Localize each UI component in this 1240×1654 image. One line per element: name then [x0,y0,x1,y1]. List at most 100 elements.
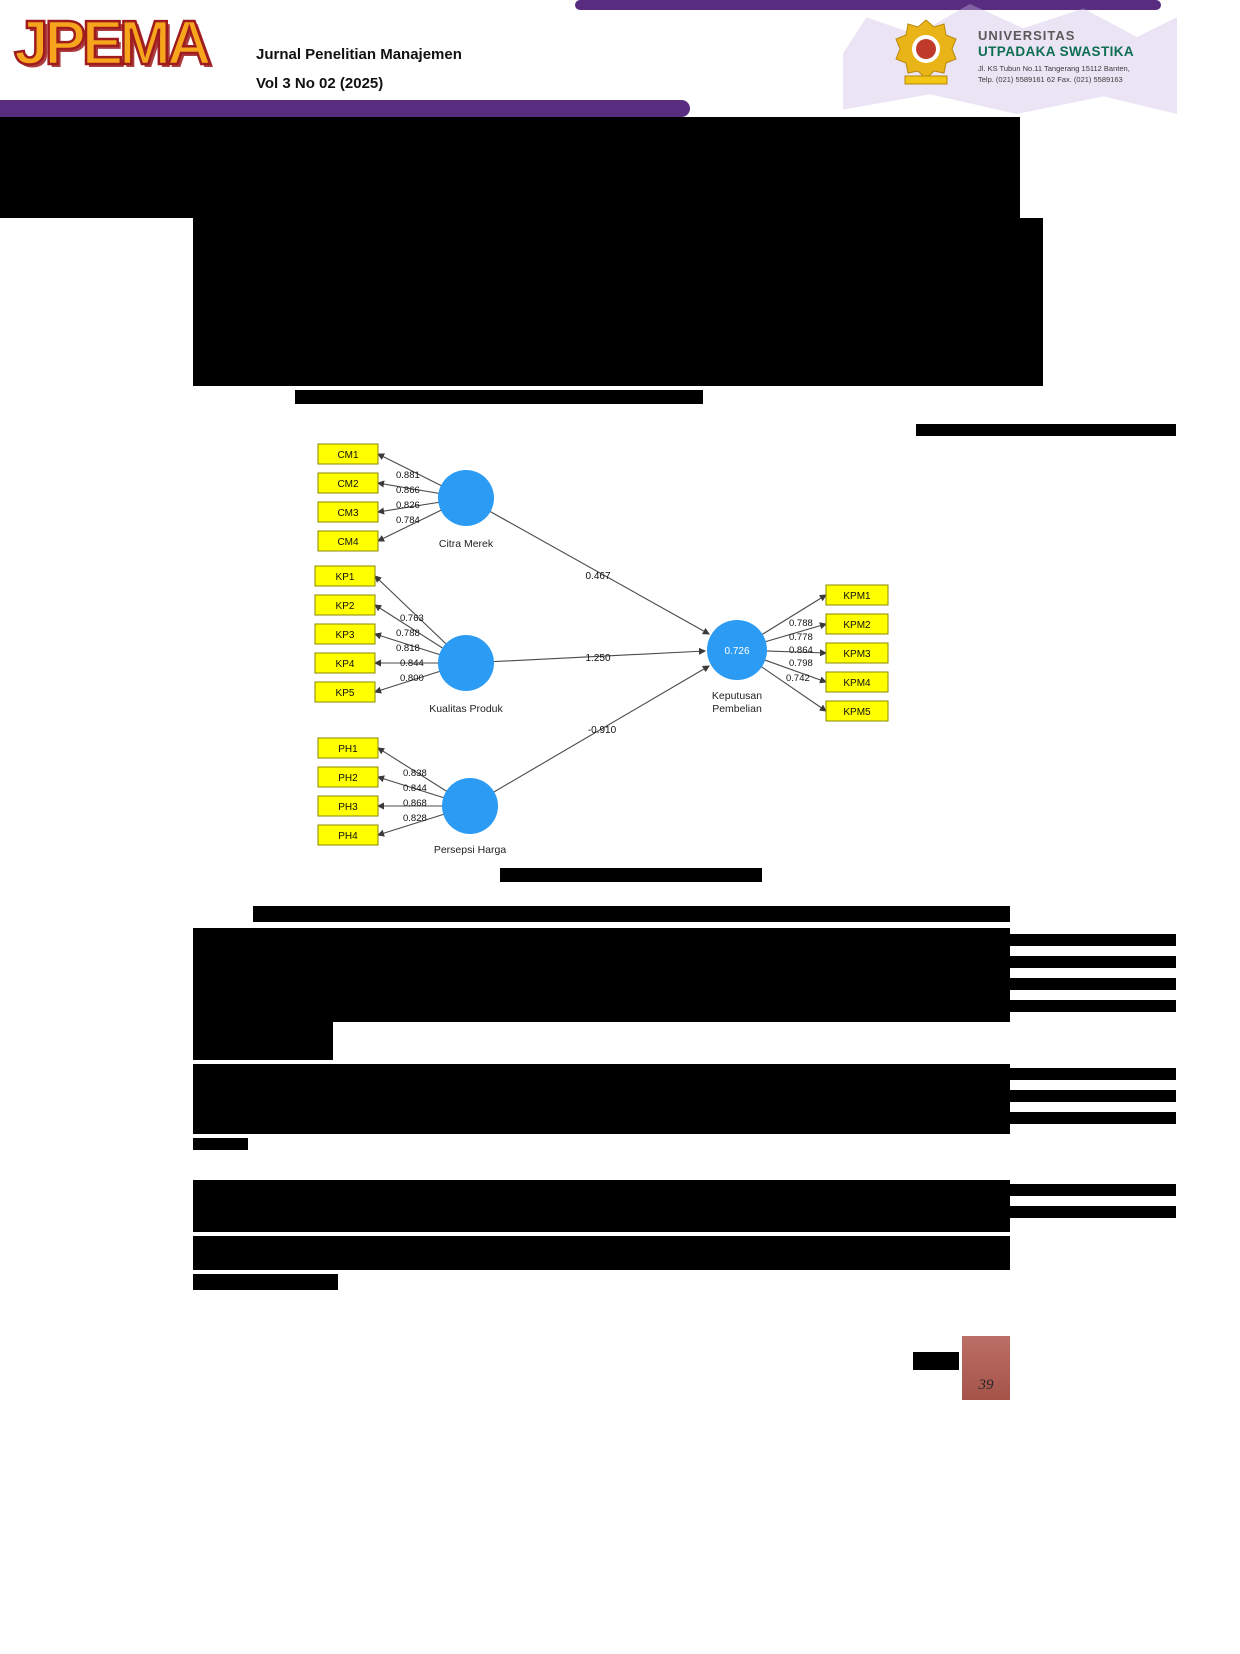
redacted-text-block [253,906,1010,922]
latent-kualitas-produk [438,635,494,691]
redacted-text-line [1010,1206,1176,1218]
indicator-box-ph3 [317,795,379,817]
redacted-text-block [916,424,1176,436]
latent-citra-merek [438,470,494,526]
redacted-text-block [193,928,1010,1022]
indicator-group-ph: PH1 PH2 PH3 PH4 0.838 0.844 0.868 0.828 [317,737,427,846]
redacted-text-line [1010,978,1176,990]
indicator-label-kp5: KP5 [336,688,355,699]
indicator-group-kpm: KPM1 KPM2 KPM3 KPM4 KPM5 0.788 0.778 0.8… [786,584,889,722]
page-number: 39 [978,1377,994,1393]
indicator-label-ph2: PH2 [338,773,358,784]
indicator-box-cm3 [317,501,379,523]
indicator-label-kp4: KP4 [336,659,355,670]
indicator-label-ph1: PH1 [338,744,358,755]
indicator-box-kpm4 [825,671,889,693]
sem-diagram: 0.726 Citra Merek Kualitas Produk Persep… [314,443,889,856]
indicator-box-kpm1 [825,584,889,606]
university-address: Jl. KS Tubun No.11 Tangerang 15112 Bante… [978,64,1134,86]
loading-kp1: 0.763 [400,613,424,624]
redacted-text-line [193,1138,248,1150]
redacted-text-line [1010,1090,1176,1102]
loading-kp2: 0.788 [396,628,420,639]
redacted-text-line [1010,956,1176,968]
loading-cm2: 0.866 [396,485,420,496]
indicator-label-kp2: KP2 [336,601,355,612]
loading-cm4: 0.784 [396,515,420,526]
path-coef-kualitas-produk: 1.250 [585,653,610,664]
loading-kpm3: 0.864 [789,645,813,656]
redacted-text-block [193,1180,1010,1232]
indicator-box-kpm2 [825,613,889,635]
redacted-text-block [193,1236,1010,1270]
page-number-box: 39 [962,1336,1010,1400]
path-coef-persepsi-harga: -0.910 [588,725,617,736]
indicator-box-cm4 [317,530,379,552]
university-name-line2: UTPADAKA SWASTIKA [978,44,1135,59]
indicator-box-kpm3 [825,642,889,664]
loading-cm3: 0.826 [396,500,420,511]
indicator-box-ph2 [317,766,379,788]
redacted-text-line [1010,1000,1176,1012]
indicator-box-kp2 [314,594,376,616]
indicator-box-kp1 [314,565,376,587]
redacted-section-heading [295,390,703,404]
indicator-group-kp: KP1 KP2 KP3 KP4 KP5 0.763 0.788 0.818 0.… [314,565,424,703]
indicator-group-cm: CM1 CM2 CM3 CM4 0.881 0.866 0.826 0.784 [317,443,420,552]
top-accent-bar [575,0,1161,10]
structural-paths [465,497,710,807]
indicator-label-cm3: CM3 [337,508,359,519]
indicator-label-ph4: PH4 [338,831,358,842]
label-keputusan-line2: Pembelian [712,703,762,715]
indicator-box-kpm5 [825,700,889,722]
loading-kpm5: 0.742 [786,673,810,684]
redacted-text-block [193,1064,1010,1134]
university-emblem-icon [895,19,957,85]
path-coef-citra-merek: 0.467 [585,571,610,582]
indicator-label-cm4: CM4 [337,537,359,548]
loading-ph4: 0.828 [403,813,427,824]
label-kualitas-produk: Kualitas Produk [429,703,503,715]
loading-kpm4: 0.798 [789,658,813,669]
redacted-text-line [1010,1112,1176,1124]
indicator-label-kpm5: KPM5 [843,707,871,718]
indicator-label-cm2: CM2 [337,479,359,490]
indicator-box-ph1 [317,737,379,759]
university-address-line1: Jl. KS Tubun No.11 Tangerang 15112 Bante… [978,64,1130,73]
loading-kp4: 0.844 [400,658,424,669]
indicator-box-ph4 [317,824,379,846]
indicator-label-kpm2: KPM2 [843,620,871,631]
redacted-text-block [0,117,1020,218]
label-citra-merek: Citra Merek [439,538,494,550]
jpema-logo: JPEMA [13,8,213,80]
label-persepsi-harga: Persepsi Harga [434,844,507,856]
indicator-label-kp3: KP3 [336,630,355,641]
latent-persepsi-harga [442,778,498,834]
loading-cm1: 0.881 [396,470,420,481]
indicator-box-kp5 [314,681,376,703]
indicator-box-kp3 [314,623,376,645]
loading-ph1: 0.838 [403,768,427,779]
r-square-value: 0.726 [724,646,749,657]
redacted-text-line [1010,934,1176,946]
redacted-text-line [1010,1184,1176,1196]
label-keputusan-line1: Keputusan [712,690,762,702]
loading-kp3: 0.818 [396,643,420,654]
loading-ph2: 0.844 [403,783,427,794]
loading-kpm2: 0.778 [789,632,813,643]
journal-meta: Jurnal Penelitian Manajemen Vol 3 No 02 … [256,46,462,92]
redacted-text-line [193,1274,338,1290]
indicator-box-cm1 [317,443,379,465]
university-text-block: UNIVERSITAS UTPADAKA SWASTIKA Jl. KS Tub… [978,28,1134,86]
redacted-text-line [913,1352,959,1370]
university-name-line1: UNIVERSITAS [978,28,1076,43]
journal-name: Jurnal Penelitian Manajemen [256,46,462,63]
indicator-box-kp4 [314,652,376,674]
redacted-text-line [1010,1068,1176,1080]
redacted-figure-caption [500,868,762,882]
university-address-line2: Telp. (021) 5589161 62 Fax. (021) 558916… [978,74,1123,84]
indicator-label-kpm4: KPM4 [843,678,871,689]
indicator-label-ph3: PH3 [338,802,358,813]
loading-ph3: 0.868 [403,798,427,809]
